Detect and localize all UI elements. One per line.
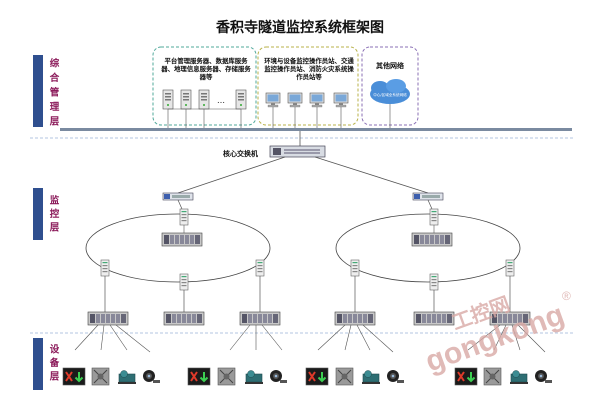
ring-network-right — [335, 213, 521, 283]
other-network-label: 其他网络 — [376, 61, 404, 70]
plc-rack-icon — [87, 311, 129, 326]
layer-label-device: 设备层 — [48, 343, 61, 384]
traffic-signal-icon — [305, 367, 329, 386]
core-switch-icon — [269, 145, 326, 158]
layer-bars: 综合管理层 监控层 设备层 — [33, 55, 60, 390]
cloud-label: 中心/区域全系统网络 — [373, 92, 407, 97]
camera-icon — [387, 370, 404, 383]
server-tower-icon — [235, 89, 247, 110]
operator-group-label: 环境与设备监控操作员站、交通监控操作员站、消防火灾系统操作员站等 — [264, 57, 354, 81]
operator-group-box — [257, 46, 359, 126]
pump-icon — [509, 370, 529, 385]
ring-network-left — [85, 213, 271, 283]
workstation-icon — [309, 92, 325, 108]
plc-rack-icon — [239, 311, 281, 326]
camera-icon — [535, 370, 552, 383]
server-group-box — [152, 46, 257, 126]
layer-bar-monitoring — [33, 188, 43, 240]
workstation-icon — [333, 92, 349, 108]
device-group-left — [74, 324, 283, 353]
layer-bar-device — [33, 338, 43, 390]
server-tower-icon — [180, 89, 192, 110]
server-group-label: 平台管理服务器、数据库服务器、地理信息服务器、存储服务器等 — [161, 57, 251, 81]
cloud-icon — [370, 79, 410, 104]
server-tower-icon — [162, 89, 174, 110]
dist-switch-icon — [162, 192, 194, 201]
access-switch-icon — [505, 259, 515, 277]
traffic-signal-icon — [454, 367, 478, 386]
pump-icon — [117, 370, 137, 385]
layer-bar-management — [33, 55, 43, 127]
server-towers: … — [162, 89, 247, 110]
backbone-bus — [60, 128, 572, 131]
access-switch-icon — [255, 259, 265, 277]
camera-icon — [143, 370, 160, 383]
traffic-signal-icon — [187, 367, 211, 386]
traffic-signal-icon — [62, 367, 86, 386]
plc-rack-icon — [334, 311, 376, 326]
pump-icon — [244, 370, 264, 385]
dist-switch-icon — [412, 192, 444, 201]
server-tower-icon — [198, 89, 210, 110]
watermark-registered: ® — [562, 289, 571, 303]
device-group-right — [317, 324, 546, 353]
plc-rack-icon — [161, 232, 203, 247]
layer-label-management: 综合管理层 — [48, 57, 60, 130]
core-switch-label: 核心交换机 — [223, 149, 258, 158]
plc-rack-icon — [413, 311, 455, 326]
access-switch-icon — [429, 273, 439, 291]
access-switch-icon — [179, 273, 189, 291]
server-ellipsis: … — [217, 96, 225, 105]
jet-fan-icon — [217, 367, 236, 386]
access-switch-icon — [100, 259, 110, 277]
workstation-icon — [265, 92, 281, 108]
access-switch-icon — [429, 208, 439, 226]
diagram-title: 香积寺隧道监控系统框架图 — [215, 19, 384, 36]
jet-fan-icon — [483, 367, 502, 386]
watermark: 工控网 gongkong ® — [421, 289, 571, 379]
access-switch-icon — [179, 208, 189, 226]
plc-rack-icon — [411, 232, 453, 247]
plc-rack-icon — [163, 311, 205, 326]
jet-fan-icon — [91, 367, 110, 386]
workstation-icon — [287, 92, 303, 108]
pump-icon — [361, 370, 381, 385]
layer-label-monitoring: 监控层 — [48, 194, 60, 235]
camera-icon — [270, 370, 287, 383]
access-switch-icon — [350, 259, 360, 277]
jet-fan-icon — [335, 367, 354, 386]
